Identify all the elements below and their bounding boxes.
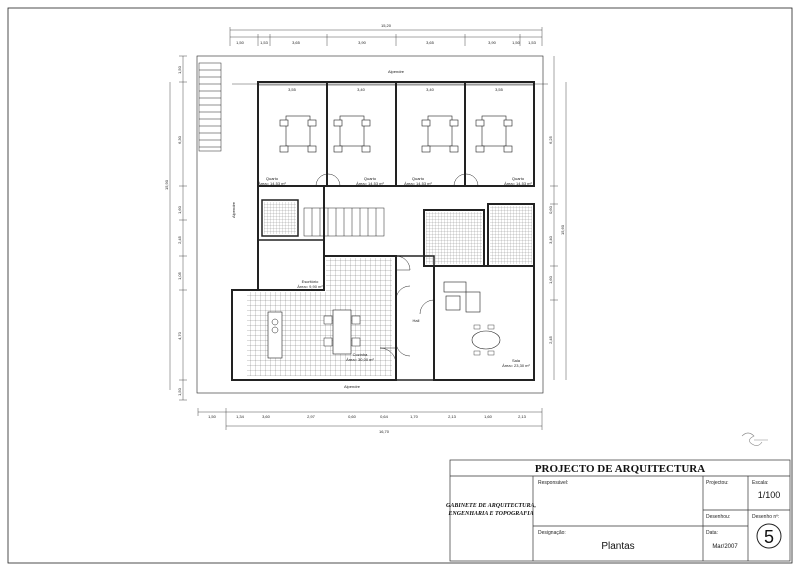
- interior-stair: [303, 207, 385, 237]
- handwritten-mark: [741, 432, 768, 446]
- room-area-bedroom-1: Área= 14,53 m²: [258, 181, 286, 186]
- dim-left-4: 2,45: [177, 235, 182, 244]
- dim-bottom-8: 2,13: [448, 414, 457, 419]
- room-area-bedroom-3: Área= 14,53 m²: [404, 181, 432, 186]
- dim-left-5: 1,05: [177, 271, 182, 280]
- dim-bottom-9: 1,60: [484, 414, 493, 419]
- room-area-bedroom-2: Área= 14,53 m²: [356, 181, 384, 186]
- data-value: Mar/2007: [712, 544, 738, 550]
- room-name-hall: Hall: [413, 318, 420, 323]
- dim-right-5: 2,45: [548, 335, 553, 344]
- room-area-bedroom-4: Área= 14,53 m²: [504, 181, 532, 186]
- dim-top-total: 15,20: [381, 23, 392, 28]
- desenho-value: 5: [764, 527, 774, 547]
- room-name-bedroom-2: Quarto: [364, 176, 377, 181]
- label-alpendre-top: Alpendre: [388, 69, 405, 74]
- dim-left-7: 1,50: [177, 387, 182, 396]
- dim-room-3: 3,40: [426, 87, 435, 92]
- dim-room-2: 3,40: [357, 87, 366, 92]
- dim-left-2: 6,30: [177, 135, 182, 144]
- wc-west: [261, 199, 299, 237]
- dim-top-3: 3,65: [292, 40, 301, 45]
- exterior-stair: [198, 62, 222, 152]
- data-label: Data:: [706, 530, 718, 536]
- room-area-kitchen: Área= 30,00 m²: [346, 357, 374, 362]
- bedroom-furniture: [279, 115, 513, 153]
- room-name-office: Escritório: [302, 279, 319, 284]
- dim-bottom-2: 1,34: [236, 414, 245, 419]
- dim-top-7: 1,50: [512, 40, 521, 45]
- terrace-outline: [196, 55, 544, 394]
- west-wing-walls: [257, 185, 325, 291]
- sheet-border: [7, 7, 793, 564]
- drawing-number-circle: [756, 523, 782, 549]
- dim-top-4: 3,90: [358, 40, 367, 45]
- dim-right-2: 0,60: [548, 205, 553, 214]
- room-name-bedroom-3: Quarto: [412, 176, 425, 181]
- label-alpendre-bottom: Alpendre: [344, 384, 361, 389]
- room-name-living: Sala: [512, 358, 521, 363]
- left-dimension-lines: [169, 55, 187, 401]
- dim-right-3: 3,40: [548, 235, 553, 244]
- responsavel-label: Responsável:: [538, 480, 568, 486]
- dim-room-4: 3,55: [495, 87, 504, 92]
- firm-name-line-1: GABINETE DE ARQUITECTURA,: [446, 503, 536, 509]
- top-dimension-lines: [229, 27, 548, 85]
- kitchen-tiles: [247, 258, 392, 376]
- dim-top-6: 3,90: [488, 40, 497, 45]
- bottom-dimension-lines: [197, 408, 543, 430]
- escala-label: Escala:: [752, 480, 768, 486]
- dim-right-total: 15,60: [560, 224, 565, 235]
- dim-bottom-4: 2,97: [307, 414, 316, 419]
- dim-right-1: 6,25: [548, 135, 553, 144]
- dim-bottom-7: 1,70: [410, 414, 419, 419]
- dim-top-5: 3,65: [426, 40, 435, 45]
- floor-plan: [169, 27, 567, 430]
- door-swings: [315, 173, 479, 365]
- room-area-office: Área= 9,90 m²: [297, 284, 323, 289]
- title-heading: PROJECTO DE ARQUITECTURA: [535, 463, 705, 475]
- dim-top-1: 1,50: [236, 40, 245, 45]
- dim-left-total: 15,90: [164, 179, 169, 190]
- dim-bottom-total: 16,70: [379, 429, 390, 434]
- dim-left-6: 4,70: [177, 331, 182, 340]
- escala-value: 1/100: [758, 490, 781, 500]
- dim-bottom-3: 3,60: [262, 414, 271, 419]
- projectou-label: Projectou:: [706, 480, 729, 486]
- room-name-kitchen: Cozinha: [353, 352, 368, 357]
- room-name-bedroom-4: Quarto: [512, 176, 525, 181]
- room-area-living: Área= 23,30 m²: [502, 363, 530, 368]
- dim-right-4: 1,60: [548, 275, 553, 284]
- dim-bottom-1: 1,50: [208, 414, 217, 419]
- dim-bottom-10: 2,13: [518, 414, 527, 419]
- dim-room-1: 3,55: [288, 87, 297, 92]
- firm-name-line-2: ENGENHARIA E TOPOGRAFIA: [447, 511, 533, 517]
- living-room-walls: [433, 265, 535, 381]
- room-name-bedroom-1: Quarto: [266, 176, 279, 181]
- label-alpendre-left: Alpendre: [231, 201, 236, 218]
- dim-bottom-5: 0,60: [348, 414, 357, 419]
- designacao-label: Designação:: [538, 530, 566, 536]
- dim-top-8: 1,53: [528, 40, 537, 45]
- designacao-value: Plantas: [601, 541, 634, 552]
- desenho-label: Desenho nº:: [752, 514, 779, 520]
- dim-left-1: 1,50: [177, 65, 182, 74]
- dim-top-2: 1,53: [260, 40, 269, 45]
- desenhou-label: Desenhou:: [706, 514, 730, 520]
- dim-bottom-6: 0,64: [380, 414, 389, 419]
- title-block: [449, 459, 791, 562]
- dim-left-3: 1,60: [177, 205, 182, 214]
- right-dimension-lines: [550, 56, 567, 380]
